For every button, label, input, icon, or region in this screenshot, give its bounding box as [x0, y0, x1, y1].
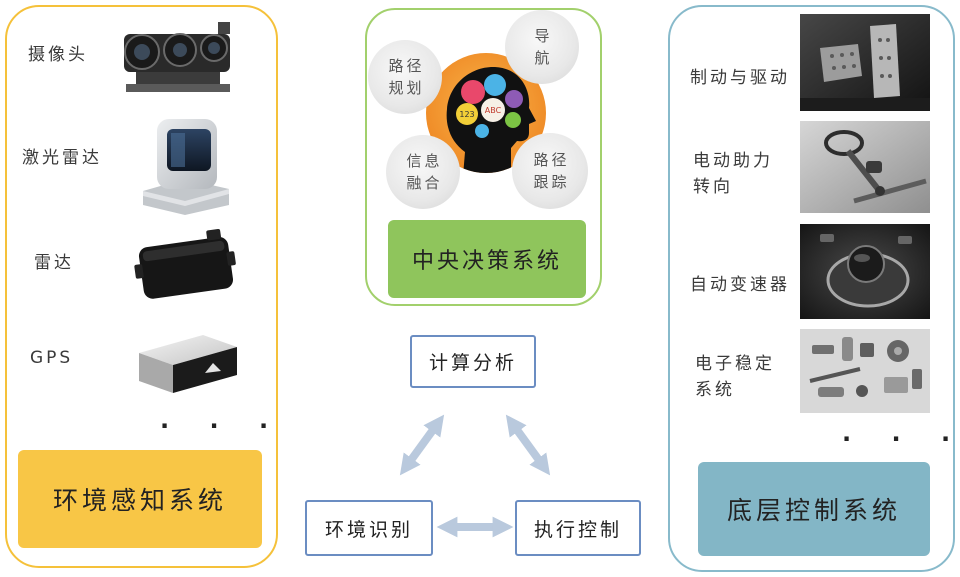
decision-panel — [365, 8, 602, 306]
stereo-camera-image — [124, 22, 230, 92]
path-planning-line1: 路径 — [388, 57, 425, 75]
gps-label: GPS — [30, 348, 74, 368]
power-steering-line1: 电动助力 — [693, 151, 773, 171]
auto-transmission-label: 自动变速器 — [690, 272, 790, 298]
lidar-sensor-image — [143, 119, 229, 215]
brake-drive-label: 制动与驱动 — [690, 65, 790, 91]
information-fusion-line2: 融合 — [406, 174, 443, 192]
control-system-title: 底层控制系统 — [698, 462, 930, 556]
stability-system-line2: 系统 — [695, 380, 735, 400]
decision-system-title: 中央决策系统 — [388, 220, 586, 298]
auto-transmission-line1: 自动变速器 — [690, 275, 790, 295]
control-more-ellipsis: · · · — [842, 425, 960, 453]
information-fusion-line1: 信息 — [406, 152, 443, 170]
power-steering-label: 电动助力 转向 — [693, 148, 773, 200]
navigation-bubble: 导 航 — [505, 10, 579, 84]
brake-drive-line1: 制动与驱动 — [690, 68, 790, 88]
perception-more-ellipsis: · · · — [160, 412, 285, 440]
stability-system-label: 电子稳定 系统 — [695, 351, 775, 403]
power-steering-line2: 转向 — [693, 177, 733, 197]
path-planning-line2: 规划 — [388, 79, 425, 97]
perception-system-title: 环境感知系统 — [18, 450, 262, 548]
control-panel — [668, 5, 955, 572]
computing-analysis-node: 计算分析 — [410, 335, 536, 388]
information-fusion-bubble: 信息 融合 — [386, 135, 460, 209]
analysis-execution-arrow — [505, 414, 551, 476]
path-planning-bubble: 路径 规划 — [368, 40, 442, 114]
gps-receiver-image — [139, 335, 237, 393]
path-tracking-line2: 跟踪 — [533, 173, 570, 191]
navigation-line1: 导 — [534, 27, 553, 45]
gear-shifter-image — [800, 224, 930, 319]
path-tracking-line1: 路径 — [533, 151, 570, 169]
path-tracking-bubble: 路径 跟踪 — [512, 133, 588, 209]
analysis-recognition-arrow — [399, 414, 445, 476]
stability-system-line1: 电子稳定 — [695, 354, 775, 374]
stability-control-parts-image — [800, 329, 930, 413]
camera-label: 摄像头 — [28, 45, 88, 65]
environment-recognition-node: 环境识别 — [305, 500, 433, 556]
brain-number-label: 123 — [459, 110, 474, 119]
radar-label: 雷达 — [34, 253, 74, 273]
execution-control-node: 执行控制 — [515, 500, 641, 556]
radar-unit-image — [134, 229, 236, 299]
brain-letter-label: ABC — [485, 106, 502, 115]
head-brain-image: 123 ABC — [426, 53, 546, 173]
perception-panel — [5, 5, 278, 568]
lidar-label: 激光雷达 — [22, 148, 102, 168]
pedals-image — [800, 14, 930, 111]
navigation-line2: 航 — [534, 49, 553, 67]
cycle-arrows — [399, 414, 551, 538]
power-steering-image — [800, 121, 930, 213]
